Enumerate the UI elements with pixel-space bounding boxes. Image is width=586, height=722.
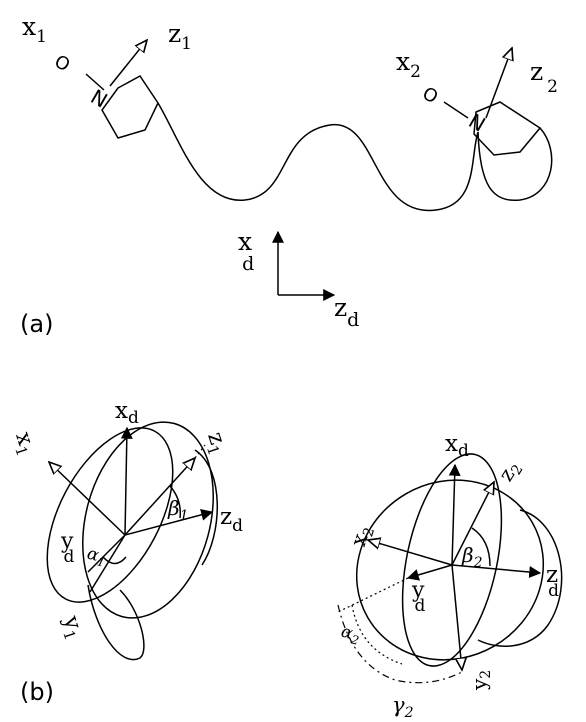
no-bond-1 [85,73,105,91]
xd-axis-right [448,463,461,566]
x1-axis [49,462,126,536]
alpha1-arc [102,556,127,565]
oxygen-1-label: O [51,51,74,76]
x2-label-right: x2 [346,522,378,550]
zd-axis-right [451,564,542,578]
panel-a-label: (a) [20,310,53,338]
beta2-arc [471,527,491,567]
y2-axis [451,564,462,670]
xd-axis-left [120,426,133,536]
no-bond-2 [443,101,469,119]
y1-label-left: y1 [55,612,89,643]
yd-axis-right [406,564,453,581]
ring-2-tail [477,127,553,202]
lower-lobe-left [87,584,145,661]
right-lobe-left [194,449,218,566]
molecule-2: x2 O N z2 [396,47,558,202]
oxygen-2-label: O [419,83,442,108]
x1-label-left: x1 [7,429,40,459]
panel-b-label: (b) [20,678,54,706]
zd-label: zd [334,293,359,331]
yd-axis-left [87,534,126,573]
ellipse-x1-z1 [46,427,174,603]
alpha2-label: α2 [338,622,362,648]
gamma2-label: γ2 [392,693,414,721]
ring-2 [473,101,542,156]
z2-label-right: z2 [493,456,526,487]
z1-axis [124,458,195,536]
z1-arrow [109,40,147,87]
beta2-label: β2 [461,543,483,571]
nitrogen-2-label: N [465,108,490,136]
beta1-label: β1 [167,496,188,524]
ellipse-x2-z2 [355,479,545,661]
y2-label-right: y2 [467,670,494,691]
nitrogen-1-label: N [87,84,112,112]
z2-arrow [485,48,512,119]
beta1-arc [169,485,182,519]
xd-label-left: xd [115,398,139,428]
z2-axis [451,482,494,566]
z1-label: z1 [168,19,192,54]
right-lobe-right [477,509,563,647]
panel-a: x1 O N z1 x2 O N z2 [20,12,558,338]
alpha2-arc [351,604,403,665]
yd-dotted-guide [337,577,409,613]
ellipse-xd-zd [82,421,214,619]
x2-label: x2 [396,47,421,82]
z2-label: z2 [530,57,558,97]
x1-label: x1 [22,12,47,47]
lower-axis-left [89,534,126,593]
x2-axis [368,540,453,566]
linker-chain [157,102,479,211]
ring-1 [101,75,159,139]
zd-axis-left [124,508,214,536]
alpha1-label: α1 [84,544,108,570]
zd-label-left: zd [220,504,243,536]
xd-label-right: xd [445,431,469,461]
